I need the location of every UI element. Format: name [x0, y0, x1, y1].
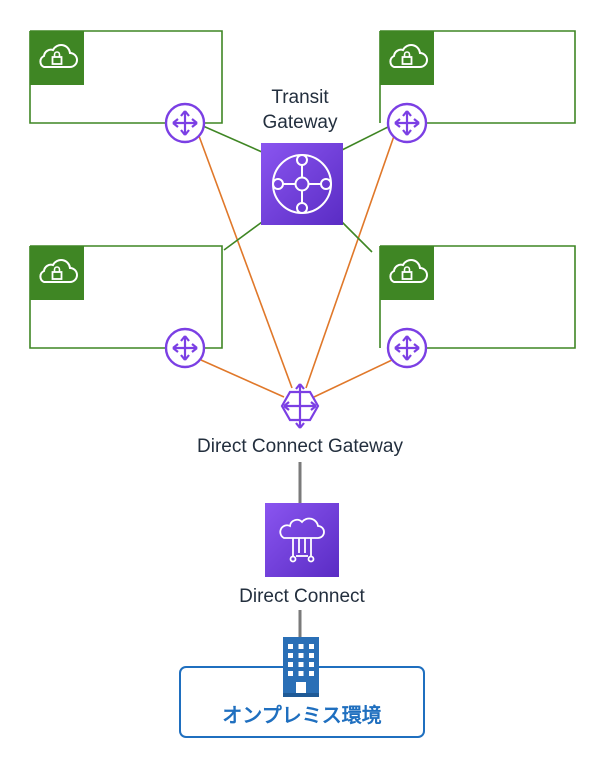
vpc-cloud-lock-icon [379, 30, 435, 86]
vpc-cloud-lock-icon [29, 245, 85, 301]
router-icon [386, 327, 428, 369]
onprem-label: オンプレミス環境 [222, 703, 381, 727]
direct-connect-gateway-icon [280, 383, 320, 429]
onprem: オンプレミス環境 [179, 637, 425, 738]
vpc-bottom-left [29, 245, 223, 369]
router-icon [386, 102, 428, 144]
building-icon [283, 637, 319, 697]
direct-connect-gateway: Direct Connect Gateway [197, 383, 403, 457]
transit-gateway-links [202, 125, 391, 253]
transit-gateway: Transit Gateway [261, 87, 343, 225]
vpc-top-right [379, 30, 576, 144]
transit-gateway-label-line1: Transit [271, 87, 329, 108]
router-icon [164, 327, 206, 369]
vpc-top-left [29, 30, 223, 144]
router-icon [164, 102, 206, 144]
transit-gateway-icon [261, 143, 343, 225]
vpc-cloud-lock-icon [29, 30, 85, 86]
direct-connect-label: Direct Connect [239, 586, 365, 607]
direct-connect: Direct Connect [239, 503, 366, 607]
direct-connect-gateway-label: Direct Connect Gateway [197, 436, 403, 457]
vpc-bottom-right [379, 245, 576, 369]
vpc-cloud-lock-icon [379, 245, 435, 301]
dx-gateway-links [198, 135, 395, 398]
transit-gateway-label-line2: Gateway [263, 112, 338, 133]
direct-connect-icon [265, 503, 339, 577]
